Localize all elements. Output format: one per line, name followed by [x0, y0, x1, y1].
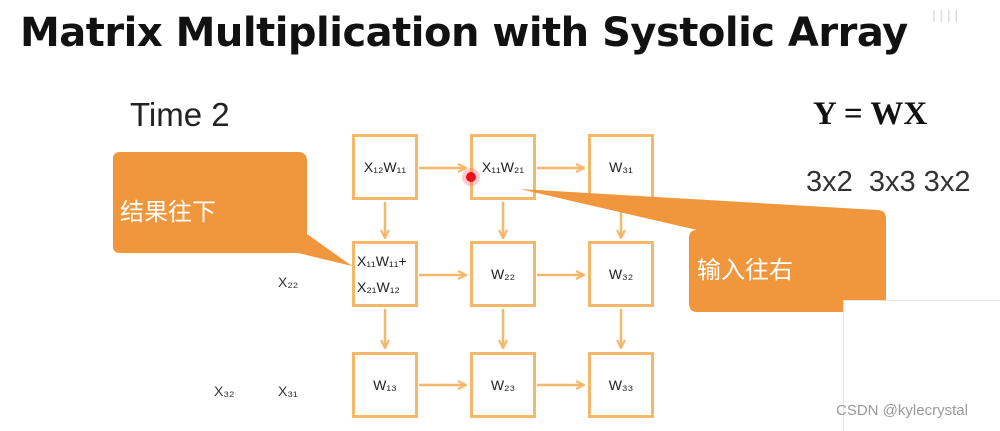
- input-value: X₂₂: [278, 274, 299, 290]
- matrix-dimensions: 3x2 3x3 3x2: [806, 166, 971, 198]
- cell-label: W₂₂: [490, 266, 516, 282]
- cell-label: W₃₂: [608, 266, 634, 282]
- input-value: X₃₂: [214, 383, 235, 399]
- slide-title: Matrix Multiplication with Systolic Arra…: [20, 10, 908, 56]
- callout-down-shape: [113, 152, 352, 266]
- cell-label: W₃₁: [609, 159, 633, 175]
- pe-cell: X₁₂W₁₁: [352, 134, 418, 200]
- watermark: CSDN @kylecrystal: [836, 402, 968, 419]
- blank-panel: [843, 300, 1000, 431]
- callout-right-text: 输入往右: [697, 256, 793, 284]
- cell-label-line2: X₂₁W₁₂: [357, 279, 400, 295]
- input-value: X₃₁: [278, 383, 298, 399]
- cell-label: W₃₃: [608, 377, 634, 393]
- cell-label: W₂₃: [490, 377, 516, 393]
- time-label: Time 2: [130, 96, 230, 133]
- pe-cell: X₁₁W₂₁: [470, 134, 536, 200]
- pe-cell: W₂₂: [470, 241, 536, 307]
- pe-cell: W₂₃: [470, 352, 536, 418]
- pe-cell: X₁₁W₁₁+ X₂₁W₁₂: [352, 241, 418, 307]
- pe-cell: W₃₂: [588, 241, 654, 307]
- cell-label: W₁₃: [373, 377, 397, 393]
- cell-label: X₁₁W₂₁: [481, 159, 525, 175]
- corner-logo: ꟾ ꟾ ꟾ ꟾ: [932, 10, 959, 25]
- cell-label: X₁₂W₁₁: [363, 159, 407, 175]
- pointer-dot: [466, 172, 476, 182]
- pe-cell: W₃₃: [588, 352, 654, 418]
- cell-label-line1: X₁₁W₁₁+: [357, 253, 407, 269]
- pe-cell: W₁₃: [352, 352, 418, 418]
- callout-down-text: 结果往下: [120, 198, 216, 226]
- callout-right-shape: [520, 189, 886, 312]
- equation: Y = WX: [813, 96, 928, 132]
